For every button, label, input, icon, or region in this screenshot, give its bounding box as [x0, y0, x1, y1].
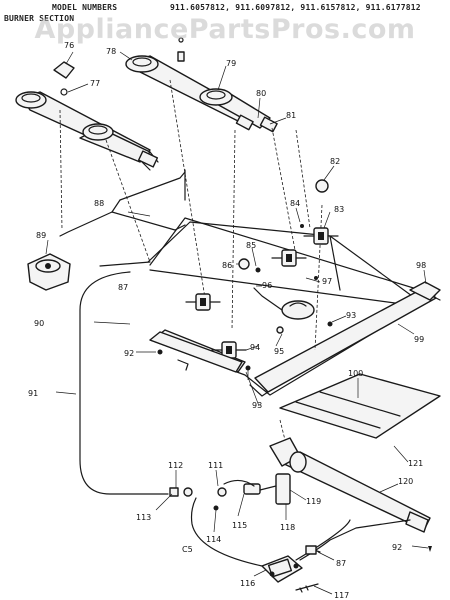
label-118: 118 [280, 523, 295, 532]
label-79: 79 [226, 59, 236, 68]
label-96: 96 [262, 281, 272, 290]
right-front-burner-head [199, 88, 233, 106]
leader-lines [45, 51, 429, 595]
left-rear-burner-head [15, 91, 47, 109]
valve-right-rear [303, 227, 339, 245]
label-121: 121 [408, 459, 423, 468]
part-number-labels: 76 77 78 79 80 81 82 83 84 85 86 87 88 8… [28, 41, 426, 600]
label-90: 90 [34, 319, 44, 328]
valve-left [185, 293, 221, 311]
model-numbers-label: MODEL NUMBERS [52, 3, 118, 12]
label-97: 97 [322, 277, 332, 286]
label-92: 92 [124, 349, 134, 358]
broil-deflector [279, 373, 441, 439]
screw-117 [295, 583, 319, 593]
knob-86 [238, 258, 250, 270]
valve-center [271, 249, 307, 267]
label-c5: C5 [182, 545, 193, 554]
label-81: 81 [286, 111, 296, 120]
label-83: 83 [334, 205, 344, 214]
label-120: 120 [398, 477, 413, 486]
label-92-lower: 92 [392, 543, 402, 552]
label-82: 82 [330, 157, 340, 166]
spring-clip [53, 61, 75, 79]
screw-93 [327, 321, 333, 327]
label-85: 85 [246, 241, 256, 250]
label-117: 117 [334, 591, 349, 600]
label-89: 89 [36, 231, 46, 240]
screw-85 [255, 267, 261, 273]
grommet-82 [315, 179, 329, 193]
right-rear-burner-head [125, 55, 159, 73]
section-title: BURNER SECTION [4, 14, 75, 23]
label-87-lower: 87 [336, 559, 346, 568]
label-80: 80 [256, 89, 266, 98]
left-front-burner-head [82, 123, 114, 141]
orifice-top [177, 51, 185, 62]
label-116: 116 [240, 579, 255, 588]
gas-tubing [79, 271, 411, 567]
label-119: 119 [306, 497, 321, 506]
orifice-small [60, 88, 68, 96]
label-91: 91 [28, 389, 38, 398]
pressure-regulator [27, 253, 71, 291]
pilot-assembly [169, 473, 291, 511]
label-100: 100 [348, 369, 363, 378]
label-111: 111 [208, 461, 223, 470]
label-76: 76 [64, 41, 74, 50]
label-95: 95 [274, 347, 284, 356]
manifold-pipe [59, 169, 441, 306]
label-87: 87 [118, 283, 128, 292]
screw-84 [300, 224, 304, 228]
label-115: 115 [232, 521, 247, 530]
screw-92-lower [428, 546, 432, 552]
model-numbers-list: 911.6057812, 911.6097812, 911.6157812, 9… [170, 3, 421, 12]
label-112: 112 [168, 461, 183, 470]
guide-lines [59, 79, 361, 461]
label-93: 93 [346, 311, 356, 320]
label-78: 78 [106, 47, 116, 56]
connector-87-lower [305, 545, 317, 555]
screw-92 [157, 349, 163, 355]
label-86: 86 [222, 261, 232, 270]
label-84: 84 [290, 199, 300, 208]
label-98: 98 [416, 261, 426, 270]
front-rail [149, 331, 243, 373]
oven-safety-valve [261, 555, 303, 583]
oven-thermostat [253, 287, 315, 334]
label-99: 99 [414, 335, 424, 344]
label-114: 114 [206, 535, 221, 544]
label-77: 77 [90, 79, 100, 88]
screw-93b [245, 365, 251, 371]
label-93-lower: 93 [252, 401, 262, 410]
label-113: 113 [136, 513, 151, 522]
label-94: 94 [250, 343, 260, 352]
label-88: 88 [94, 199, 104, 208]
oven-burner-tube [269, 437, 431, 533]
